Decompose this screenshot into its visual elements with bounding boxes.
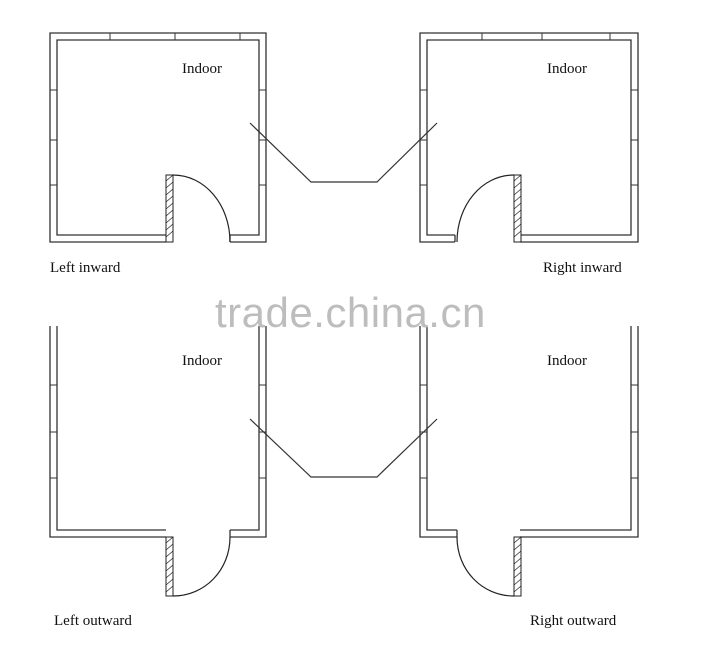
room-walls [49,326,267,538]
room-right-outward [419,326,639,597]
caption-left-inward: Left inward [50,260,121,276]
watermark: trade.china.cn [215,289,486,336]
door-swing-arc [456,174,515,243]
connector-line-top [249,122,438,183]
room-walls [419,326,639,538]
door-leaf [165,174,174,243]
room-walls [419,32,639,243]
door-swing-arc [456,536,515,597]
indoor-label-right-inward: Indoor [547,61,587,77]
door-leaf [513,536,522,597]
caption-right-outward: Right outward [530,613,617,629]
room-walls [49,32,267,243]
door-leaf [165,536,174,597]
caption-right-inward: Right inward [543,260,622,276]
indoor-label-right-outward: Indoor [547,353,587,369]
indoor-label-left-outward: Indoor [182,353,222,369]
door-swing-arc [172,174,231,243]
caption-left-outward: Left outward [54,613,132,629]
room-left-inward [49,32,267,243]
connector-line-bottom [249,418,438,478]
indoor-label-left-inward: Indoor [182,61,222,77]
room-left-outward [49,326,267,597]
room-right-inward [419,32,639,243]
door-leaf [513,174,522,243]
door-swing-arc [172,536,231,597]
